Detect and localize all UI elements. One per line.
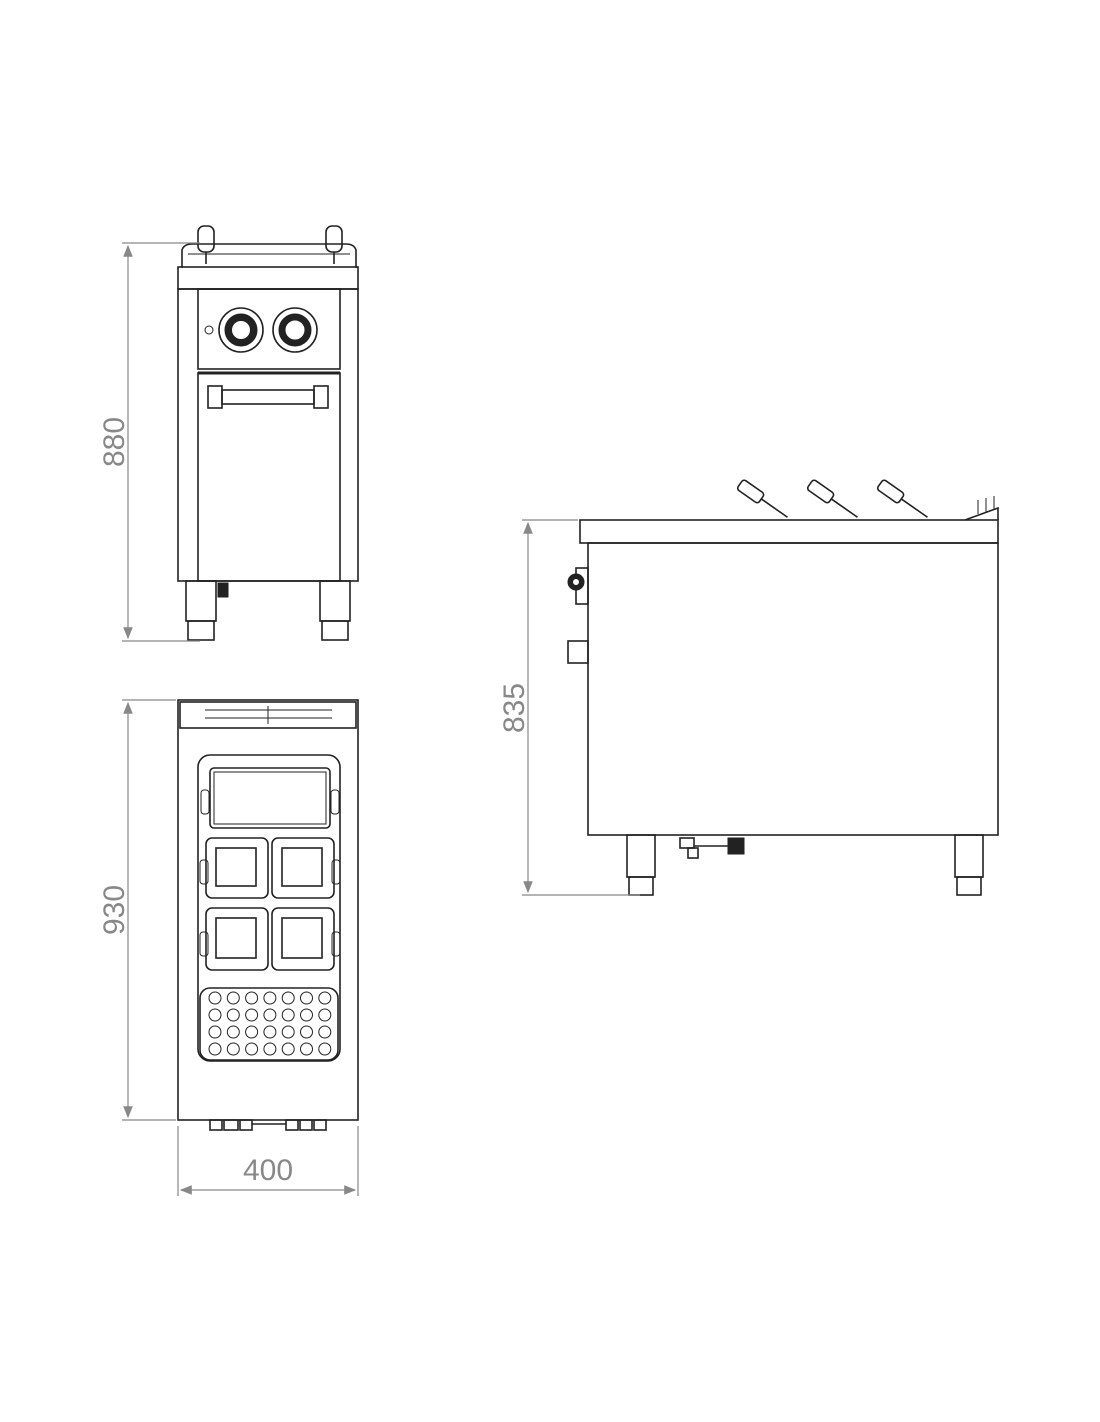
perforation-hole — [318, 991, 332, 1005]
top-outline — [177, 699, 359, 1121]
perforation-holes — [208, 991, 332, 1056]
door-handle — [207, 385, 329, 409]
bottom-connectors — [209, 1119, 327, 1131]
perforation-hole — [281, 1042, 295, 1056]
perforation-hole — [263, 991, 277, 1005]
basket-handles-side — [736, 479, 928, 518]
dimension-label-400: 400 — [243, 1154, 293, 1187]
side-legs — [626, 834, 984, 896]
side-top — [579, 519, 999, 544]
basket-handle-left — [197, 225, 215, 264]
perforation-hole — [245, 1025, 259, 1039]
top-rim — [177, 266, 359, 290]
basket-handle-right — [325, 225, 343, 264]
perforation-hole — [226, 1008, 240, 1022]
perforation-hole — [263, 1042, 277, 1056]
dimension-label-880: 880 — [98, 417, 131, 467]
perforation-hole — [226, 1042, 240, 1056]
perforation-hole — [263, 1025, 277, 1039]
perforation-hole — [318, 1042, 332, 1056]
top-view: 930 400 — [98, 699, 359, 1196]
perforation-hole — [300, 1025, 313, 1039]
control-knob-right — [272, 307, 318, 353]
perforation-hole — [226, 991, 240, 1005]
perforation-hole — [318, 1008, 332, 1022]
rear-upstand — [964, 506, 999, 521]
perforation-hole — [300, 1042, 313, 1056]
dimension-400: 400 — [177, 1126, 359, 1196]
side-view: 835 — [498, 479, 999, 896]
small-baskets — [205, 837, 335, 971]
legs — [185, 580, 351, 641]
side-connector — [567, 640, 589, 664]
side-body — [587, 542, 999, 836]
perforation-hole — [281, 1008, 295, 1022]
perforation-hole — [226, 1025, 240, 1039]
perforation-hole — [208, 1042, 222, 1056]
indicator-light-icon — [204, 325, 214, 335]
cabinet-body — [177, 288, 359, 582]
perforation-hole — [208, 1025, 222, 1039]
perforation-hole — [281, 1025, 295, 1039]
control-knob-left — [218, 307, 264, 353]
perforation-hole — [208, 1008, 222, 1022]
perforation-hole — [281, 991, 295, 1005]
perforation-hole — [208, 991, 222, 1005]
perforation-hole — [263, 1008, 277, 1022]
dimension-label-835: 835 — [498, 683, 531, 733]
dimension-835: 835 — [498, 519, 640, 896]
control-panel — [197, 288, 341, 370]
side-knob — [567, 567, 589, 605]
perforation-hole — [245, 1008, 259, 1022]
dimension-880: 880 — [98, 242, 200, 642]
side-grips — [199, 789, 341, 957]
perforation-hole — [318, 1025, 332, 1039]
perforation-hole — [245, 991, 259, 1005]
dimension-930: 930 — [98, 699, 176, 1121]
basket-frame — [197, 754, 341, 1062]
perforation-hole — [300, 1008, 313, 1022]
drain-valve — [679, 837, 745, 859]
perforation-hole — [245, 1042, 259, 1056]
front-view: 880 — [98, 225, 359, 642]
large-basket — [209, 767, 331, 829]
perforated-plate — [199, 987, 339, 1061]
dimension-label-930: 930 — [98, 885, 131, 935]
perforation-hole — [300, 991, 313, 1005]
